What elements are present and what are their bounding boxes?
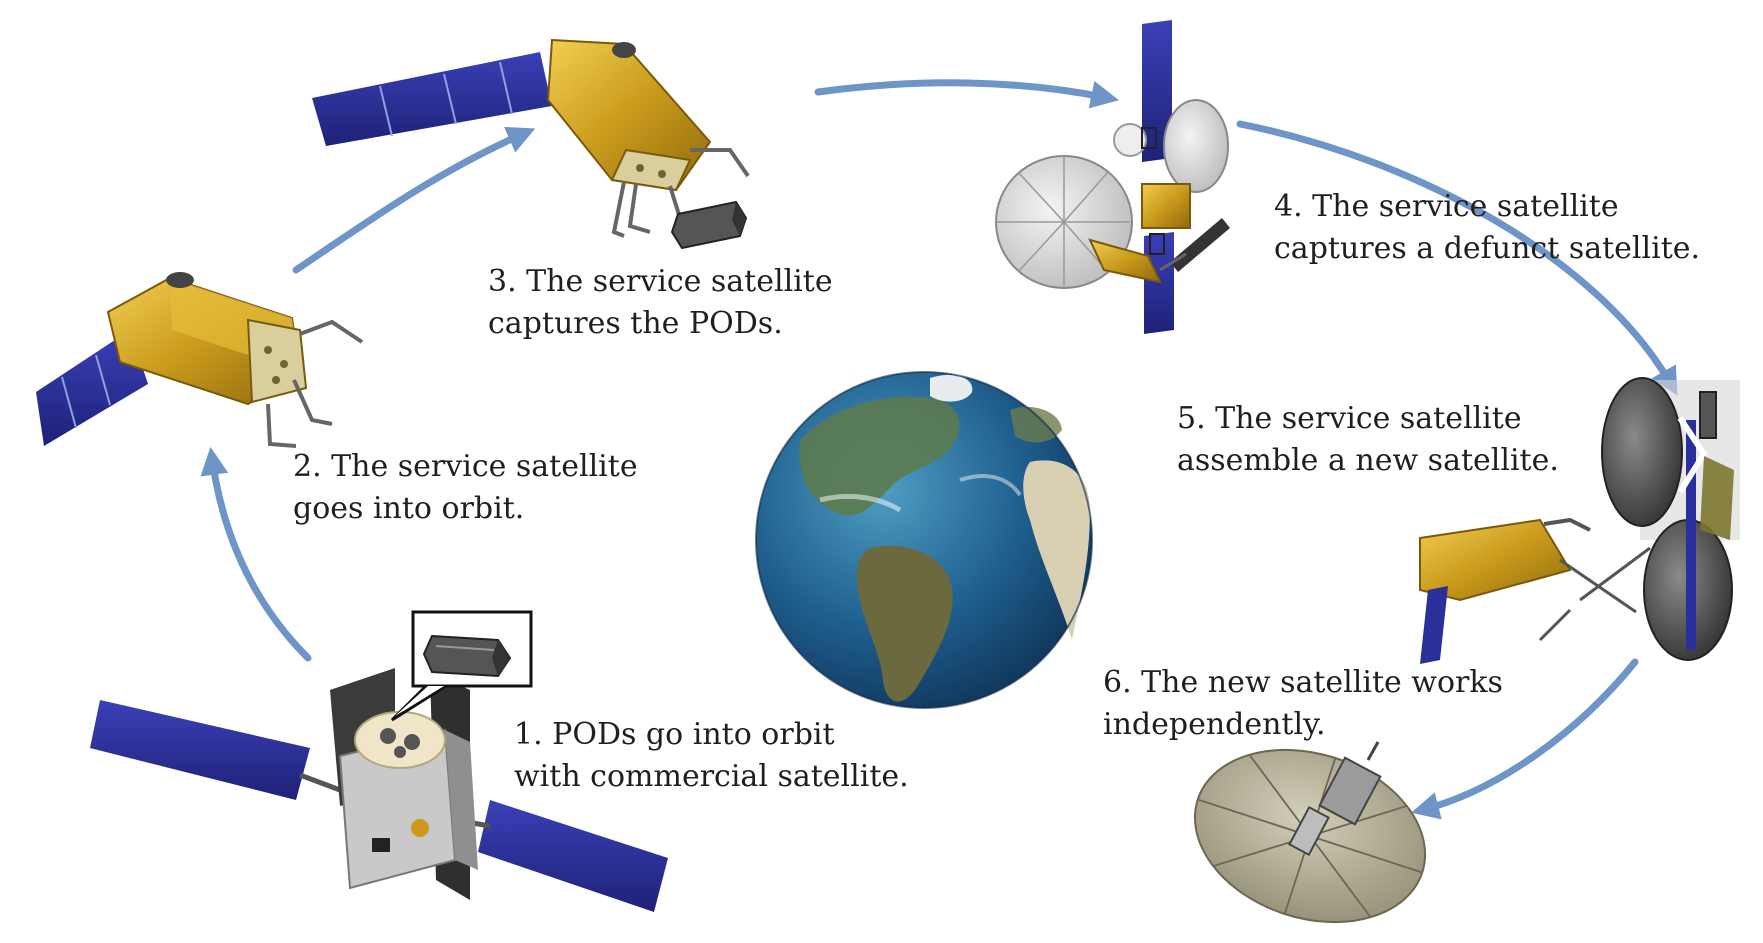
new-satellite [1193, 741, 1427, 924]
arrow-1-to-2 [200, 446, 312, 662]
step-3-line-2: captures the PODs. [488, 306, 783, 341]
step-5-label: 5. The service satellite assemble a new … [1177, 398, 1559, 482]
step-2-line-1: 2. The service satellite [293, 449, 638, 484]
captured-pod-icon [670, 200, 748, 250]
step-4-line-1: 4. The service satellite [1274, 189, 1619, 224]
defunct-satellite-capture [995, 20, 1230, 334]
arrow-4-to-5 [1236, 120, 1678, 396]
service-satellite-launch [36, 272, 364, 448]
pod-icon [422, 634, 512, 678]
pod-callout [390, 610, 533, 722]
step-1-line-2: with commercial satellite. [514, 759, 909, 794]
step-6-label: 6. The new satellite works independently… [1103, 662, 1503, 746]
step-3-line-1: 3. The service satellite [488, 264, 833, 299]
step-1-label: 1. PODs go into orbit with commercial sa… [514, 714, 909, 798]
service-satellite-capture [312, 38, 750, 250]
arrow-5-to-6 [1411, 658, 1639, 820]
step-4-line-2: captures a defunct satellite. [1274, 231, 1701, 266]
step-6-line-1: 6. The new satellite works [1103, 665, 1503, 700]
step-2-line-2: goes into orbit. [293, 491, 525, 526]
step-3-label: 3. The service satellite captures the PO… [488, 261, 833, 345]
step-4-label: 4. The service satellite captures a defu… [1274, 186, 1700, 270]
step-2-label: 2. The service satellite goes into orbit… [293, 446, 638, 530]
earth-globe [755, 371, 1093, 709]
step-1-line-1: 1. PODs go into orbit [514, 717, 835, 752]
step-5-line-2: assemble a new satellite. [1177, 443, 1559, 478]
step-5-line-1: 5. The service satellite [1177, 401, 1522, 436]
cycle-arrows [200, 79, 1678, 820]
arrow-3-to-4 [814, 79, 1119, 109]
arrow-2-to-3 [292, 126, 536, 274]
commercial-satellite [90, 668, 668, 912]
assembly-scene [1419, 377, 1740, 664]
step-6-line-2: independently. [1103, 707, 1326, 742]
